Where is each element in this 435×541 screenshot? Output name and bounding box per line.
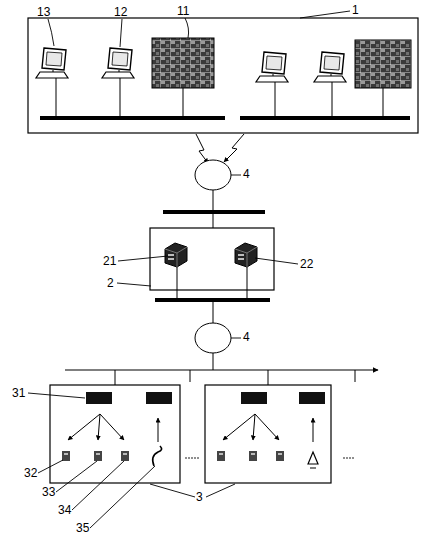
computer-icon — [314, 52, 346, 82]
drop-lines — [56, 78, 383, 117]
drop-lines — [115, 370, 355, 385]
wireless-link — [196, 134, 208, 163]
link-line — [213, 300, 214, 323]
display-wall — [152, 38, 214, 88]
server-icon — [165, 243, 187, 267]
callout-number: 11 — [177, 5, 189, 18]
link-line — [177, 267, 178, 300]
link-line — [213, 353, 214, 370]
client-box — [28, 18, 418, 133]
callout-number: 4 — [243, 168, 250, 181]
server-box — [150, 228, 274, 290]
terminal-unit — [50, 385, 180, 483]
bus-bar — [240, 116, 410, 120]
callout-number: 12 — [114, 6, 127, 19]
computer-icon — [36, 48, 68, 78]
callout-number: 31 — [12, 387, 25, 400]
computer-icon — [102, 48, 134, 78]
callout-number: 4 — [243, 331, 250, 344]
callout-number: 2 — [107, 277, 114, 290]
callout-number: 21 — [103, 255, 116, 268]
bus-bar — [163, 210, 265, 214]
callout-number: 13 — [37, 6, 50, 19]
wireless-link — [224, 134, 244, 162]
callout-number: 3 — [196, 491, 203, 504]
field-bus — [65, 369, 378, 370]
callout-number: 22 — [300, 258, 313, 271]
computer-icon — [256, 52, 288, 82]
bus-bar — [40, 116, 225, 120]
callout-number: 32 — [24, 467, 37, 480]
ellipsis-dots — [185, 457, 354, 459]
callout-number: 1 — [352, 4, 359, 17]
network-ellipse — [195, 160, 231, 190]
link-line — [213, 212, 214, 228]
server-icon — [235, 243, 257, 267]
callout-number: 33 — [42, 486, 55, 499]
leader-lines — [28, 11, 350, 528]
network-ellipse — [195, 323, 231, 353]
callout-number: 35 — [76, 522, 89, 535]
terminal-unit — [205, 385, 331, 483]
callout-number: 34 — [58, 504, 71, 517]
link-line — [247, 267, 248, 300]
display-wall — [355, 40, 411, 88]
link-line — [213, 190, 214, 212]
